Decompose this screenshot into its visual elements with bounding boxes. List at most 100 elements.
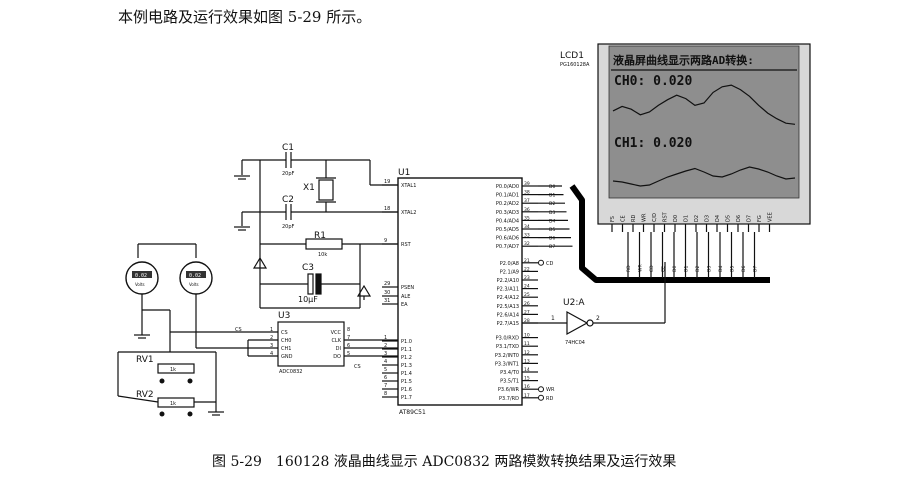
u1-right-pin-num: 38 <box>524 190 530 196</box>
bus-tap-label: CE <box>661 266 667 272</box>
u1-left-pin-num: 8 <box>384 391 387 397</box>
u3-right-pin-num: 5 <box>347 351 350 357</box>
u2-in-pin: 1 <box>551 315 555 322</box>
bus-tap-label: RD <box>626 265 632 272</box>
bus-tap-label: D7 <box>753 266 759 272</box>
u1-right-pin-num: 10 <box>524 333 530 339</box>
u1-left-pin-name: P1.4 <box>401 371 412 377</box>
rv1-value: 1k <box>170 367 176 373</box>
u1-right-pin-num: 23 <box>524 275 530 281</box>
p0-net-label: D4 <box>549 218 555 224</box>
u1-right-pin-name: P3.7/RD <box>499 396 519 402</box>
lcd-pin-label: RST <box>663 211 669 222</box>
c1-value: 20pF <box>282 171 295 177</box>
figure-caption: 图 5-29 160128 液晶曲线显示 ADC0832 两路模数转换结果及运行效… <box>212 451 676 471</box>
lcd-pin-label: RD <box>631 215 637 222</box>
u1-right-pin-num: 11 <box>524 341 530 347</box>
u3-left-pin-num: 2 <box>270 335 273 341</box>
u1-right-pin-num: 28 <box>524 318 530 324</box>
lcd-pin-label: WR <box>642 213 648 222</box>
intro-text: 本例电路及运行效果如图 5-29 所示。 <box>118 8 372 26</box>
u1-left-pin-name: PSEN <box>401 285 414 291</box>
u3-body <box>277 321 345 367</box>
lcd-pin-label: D4 <box>715 215 721 222</box>
u1-left-pin-name: XTAL1 <box>401 183 416 189</box>
u1-left-pin-name: XTAL2 <box>401 210 416 216</box>
u1-left-pin-name: RST <box>401 242 412 248</box>
p0-net-label: D1 <box>549 193 555 199</box>
u1-right-pin-num: 26 <box>524 301 530 307</box>
lcd-pin-label: D5 <box>726 215 732 222</box>
p2-net-terminal <box>538 259 544 266</box>
u1-right-pin-name: P0.5/AD5 <box>496 227 519 233</box>
u1-left-pin-name: P1.2 <box>401 355 412 361</box>
voltmeter-1-unit: Volts <box>135 282 145 287</box>
u1-right-pin-name: P2.4/A12 <box>497 295 519 301</box>
bus-tap-label: D0 <box>672 266 678 272</box>
p0-net-label: D6 <box>549 236 555 242</box>
c2-ref: C2 <box>282 195 294 205</box>
u1-right-pin-name: P2.1/A9 <box>500 269 519 275</box>
bus-tap-label: WR <box>638 264 644 272</box>
u1-right-pin-name: P0.1/AD1 <box>496 193 519 199</box>
u1-left-pin-num: 30 <box>384 290 390 296</box>
u2-ref: U2:A <box>563 298 585 308</box>
u3-right-pin-num: 6 <box>347 343 350 349</box>
u1-left-pin-num: 29 <box>384 281 390 287</box>
u1-right-pin-name: P2.0/A8 <box>500 261 519 267</box>
p0-net-label: D7 <box>549 244 555 250</box>
u1-right-pin-name: P0.0/AD0 <box>496 184 519 190</box>
r1-ref: R1 <box>314 231 326 241</box>
voltmeter-2-reading: 0.02 <box>189 273 201 279</box>
lcd-title: 液晶屏曲线显示两路AD转换: <box>613 53 754 67</box>
u1-right-pin-num: 15 <box>524 376 530 382</box>
voltmeter-2-unit: Volts <box>189 282 199 287</box>
lcd-pin-label: D6 <box>736 215 742 222</box>
u1-left-pin-num: 19 <box>384 179 390 185</box>
u1-left-pin-name: EA <box>401 302 408 308</box>
u1-left-pin-num: 7 <box>384 383 387 389</box>
u3-left-pin-name: GND <box>281 354 293 360</box>
u1-left-pin-num: 31 <box>384 298 390 304</box>
rv1-pot <box>157 363 195 374</box>
figure-number: 图 5-29 <box>212 454 262 470</box>
u3-ref: U3 <box>278 311 290 321</box>
u1-left-pin-num: 2 <box>384 343 387 349</box>
u1-right-pin-num: 35 <box>524 215 530 221</box>
p0-net-label: D3 <box>549 210 555 216</box>
u2-part: 74HC04 <box>565 340 585 346</box>
lcd-ch1-curve <box>612 166 796 187</box>
u3-left-pin-num: 3 <box>270 343 273 349</box>
lcd-pin-label: CE <box>621 215 627 222</box>
x1-ref: X1 <box>303 183 315 193</box>
figure-caption-text: 160128 液晶曲线显示 ADC0832 两路模数转换结果及运行效果 <box>275 454 677 470</box>
u1-right-pin-name: P3.2/INT0 <box>495 353 519 359</box>
lcd-pin-label: D3 <box>705 215 711 222</box>
u1-right-pin-name: P3.1/TXD <box>496 344 519 350</box>
u1-left-pin-num: 5 <box>384 367 387 373</box>
lcd-ch0-text: CH0: 0.020 <box>614 74 692 89</box>
u1-left-pin-name: P1.5 <box>401 379 412 385</box>
bus-tap-label: CD <box>649 265 655 272</box>
u1-right-pin-num: 12 <box>524 350 530 356</box>
u1-right-pin-num: 27 <box>524 309 530 315</box>
u1-right-pin-name: P3.0/RXD <box>496 336 520 342</box>
bus-tap-label: D6 <box>741 266 747 272</box>
u1-body <box>397 177 523 406</box>
u1-right-pin-name: P3.4/T0 <box>500 370 519 376</box>
u3-left-pin-name: CH1 <box>281 346 291 352</box>
u1-left-pin-num: 9 <box>384 238 387 244</box>
lcd-ch0-curve <box>612 84 796 125</box>
u1-left-pin-num: 6 <box>384 375 387 381</box>
u3-left-pin-num: 1 <box>270 327 273 333</box>
u1-right-pin-num: 21 <box>524 258 530 264</box>
u1-right-pin-name: P2.3/A11 <box>497 287 519 293</box>
u3-right-pin-name: DO <box>333 354 341 360</box>
u1-right-pin-name: P2.6/A14 <box>497 312 519 318</box>
u1-right-pin-name: P0.2/AD2 <box>496 201 519 207</box>
u1-left-pin-name: P1.1 <box>401 347 412 353</box>
p3-net-terminal <box>538 386 544 393</box>
lcd-ch1-text: CH1: 0.020 <box>614 136 692 151</box>
